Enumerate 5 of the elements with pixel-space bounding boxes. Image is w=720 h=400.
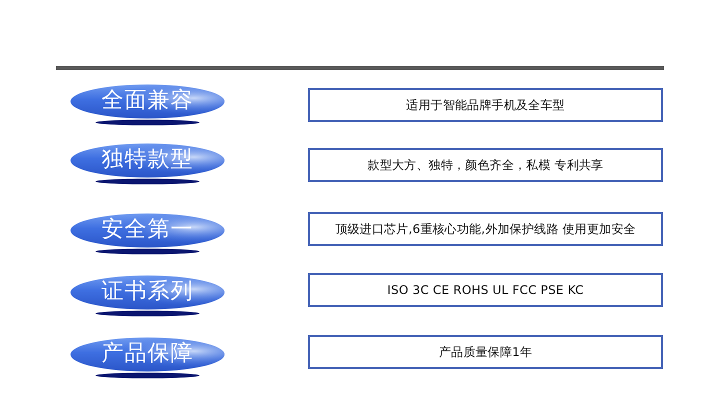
description-box: ISO 3C CE ROHS UL FCC PSE KC [308,273,663,307]
description-box: 款型大方、独特，颜色齐全，私模 专利共享 [308,148,663,182]
description-box: 顶级进口芯片,6重核心功能,外加保护线路 使用更加安全 [308,212,663,246]
description-box: 产品质量保障1年 [308,335,663,369]
description-box: 适用于智能品牌手机及全车型 [308,88,663,122]
